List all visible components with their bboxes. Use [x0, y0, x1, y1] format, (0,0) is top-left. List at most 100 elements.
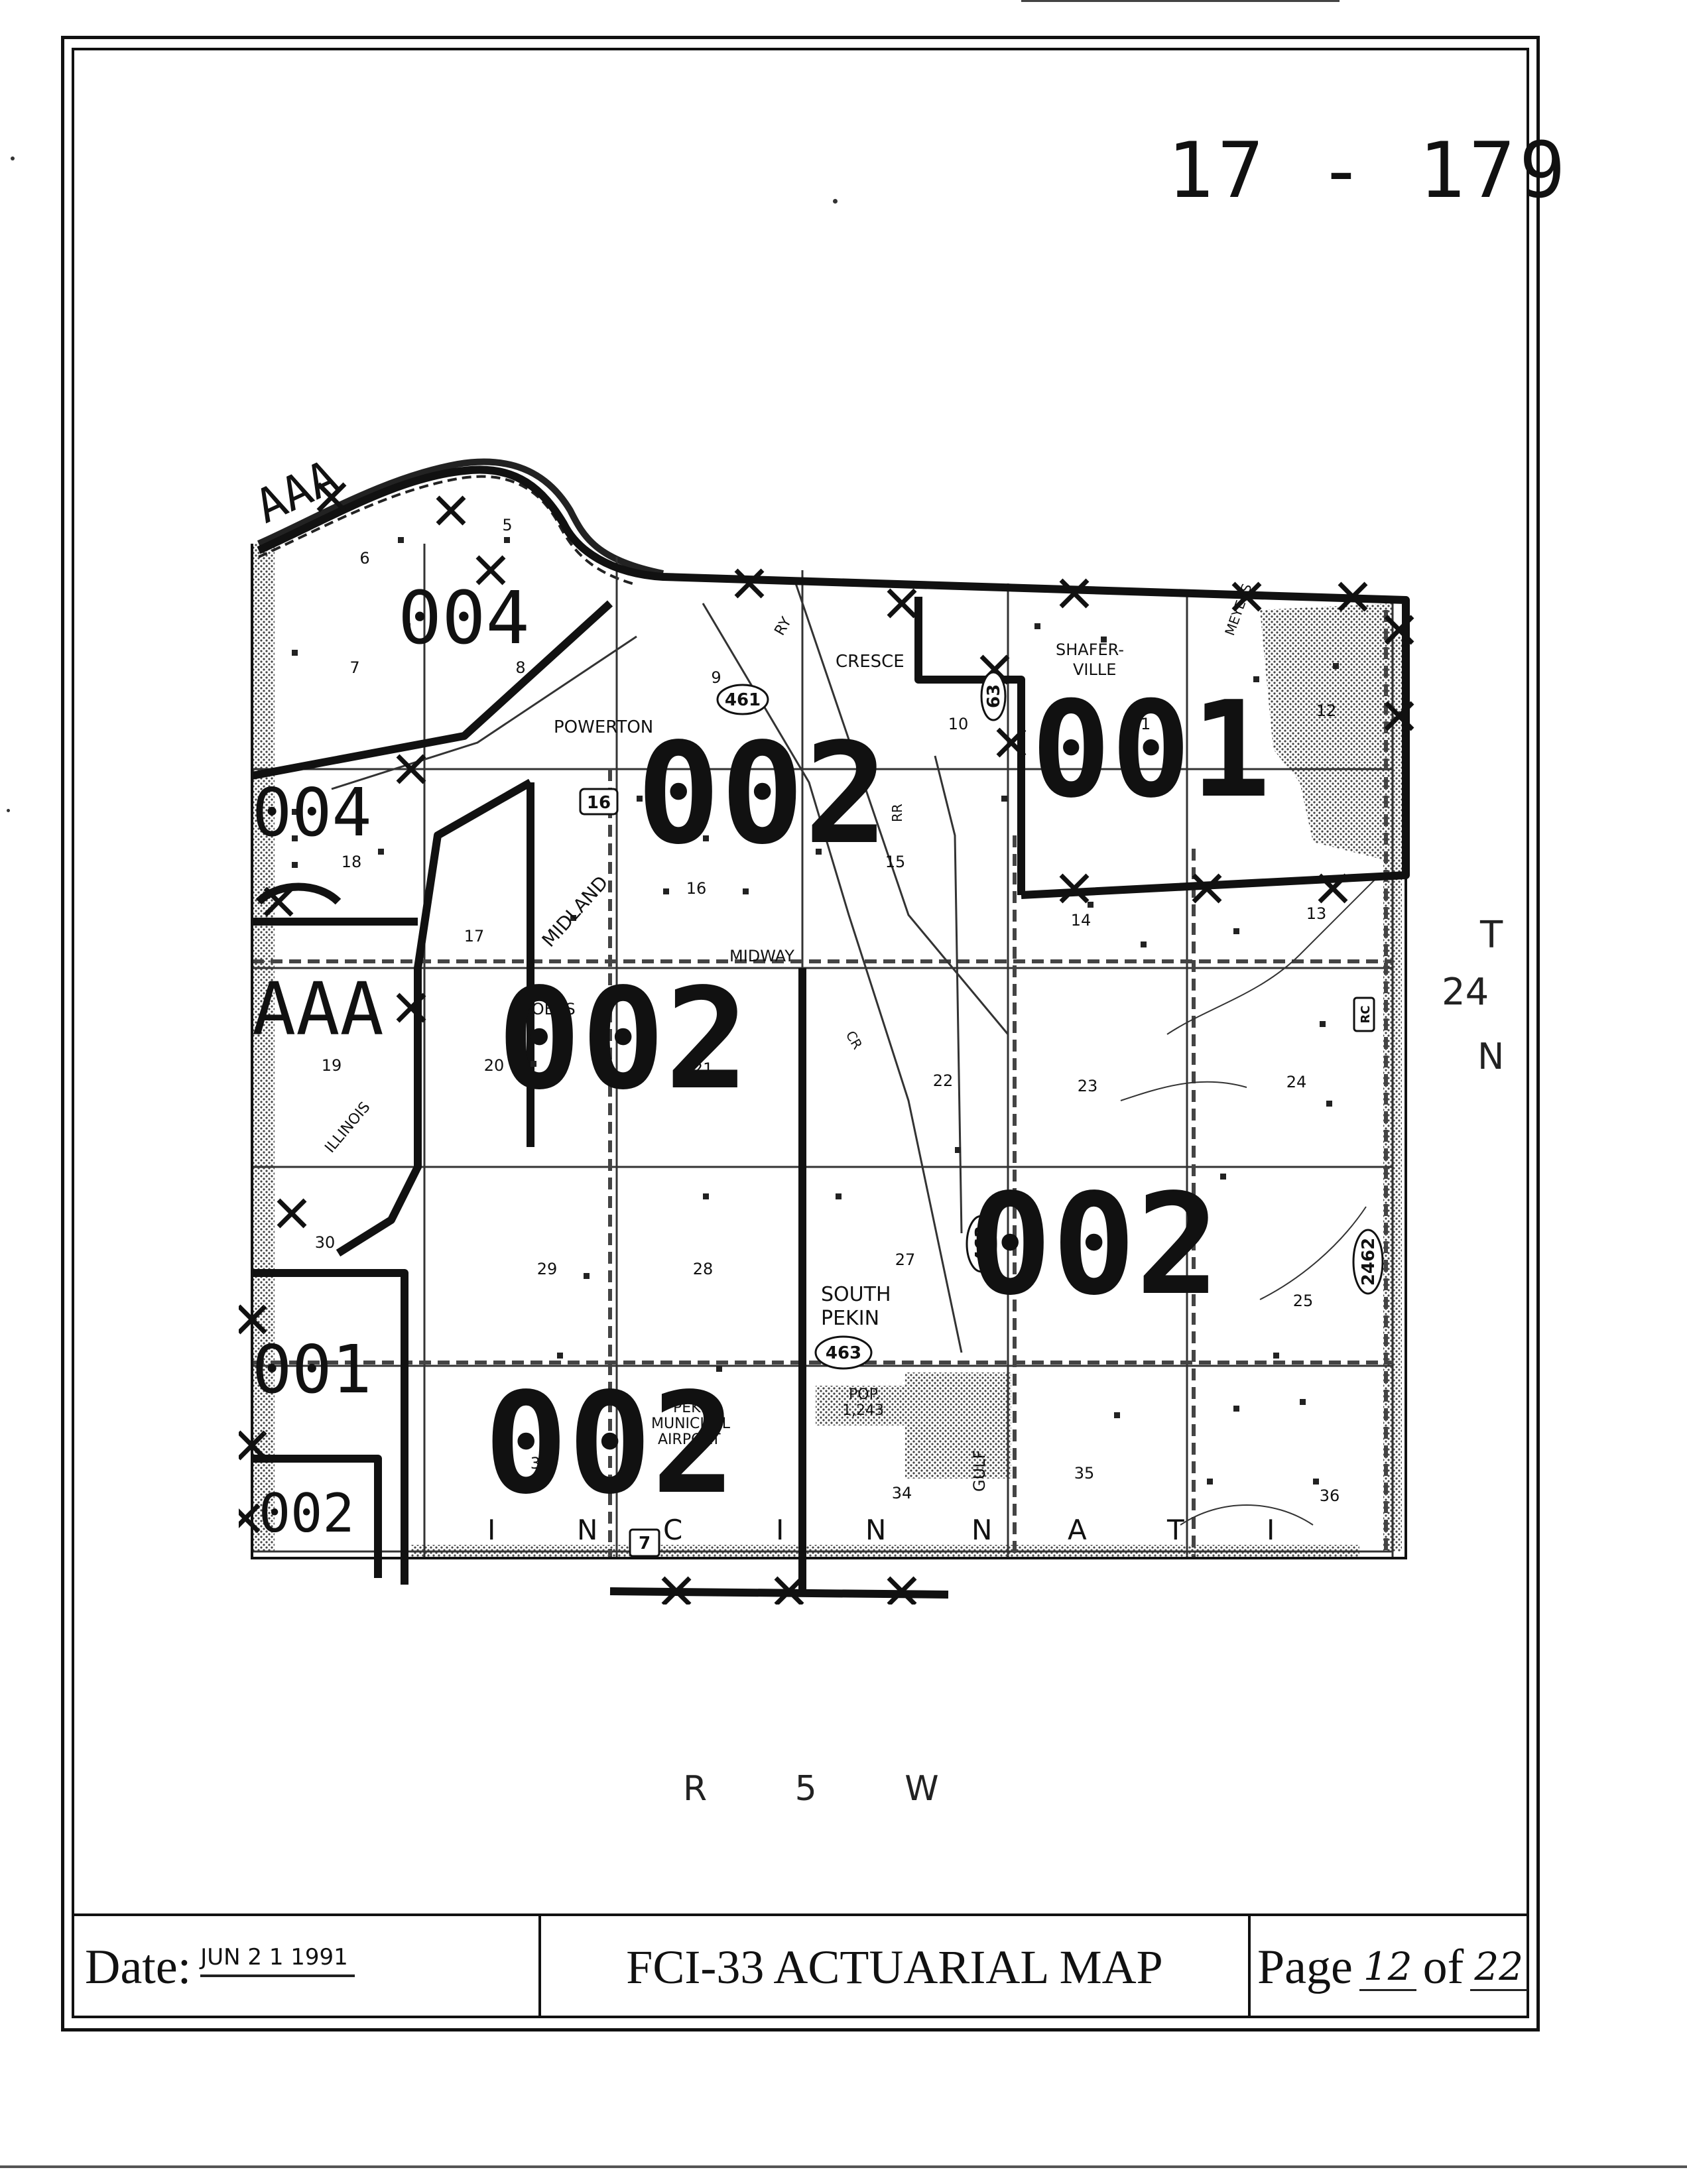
svg-text:POP.: POP.	[849, 1386, 880, 1403]
svg-text:RC: RC	[1359, 1005, 1373, 1023]
svg-text:23: 23	[1078, 1077, 1098, 1095]
svg-text:19: 19	[322, 1056, 342, 1075]
svg-text:PEKIN: PEKIN	[821, 1307, 879, 1330]
svg-text:16: 16	[587, 793, 611, 813]
svg-text:10: 10	[948, 715, 969, 733]
route-numbers: 461 16 463 463 2462 7 63 RC	[587, 684, 1379, 1553]
svg-text:MIDLAND: MIDLAND	[538, 872, 613, 951]
svg-text:004: 004	[398, 576, 530, 660]
svg-text:N: N	[971, 1514, 992, 1546]
svg-text:22: 22	[933, 1071, 954, 1090]
scan-speck	[11, 156, 15, 160]
svg-text:35: 35	[1074, 1464, 1095, 1483]
scan-speck	[7, 809, 10, 812]
inner-frame	[72, 48, 1529, 2018]
svg-text:RR: RR	[889, 804, 905, 822]
svg-text:MEYERS: MEYERS	[1221, 581, 1255, 638]
svg-text:CRESCE: CRESCE	[836, 652, 905, 672]
svg-text:T: T	[1166, 1514, 1184, 1546]
svg-text:20: 20	[484, 1056, 505, 1075]
date-stamp: JUN 2 1 1991	[200, 1944, 355, 1977]
svg-text:002: 002	[637, 713, 888, 875]
svg-text:VILLE: VILLE	[1073, 660, 1116, 679]
svg-text:CR: CR	[843, 1028, 866, 1052]
creeks	[1120, 875, 1380, 1526]
svg-text:29: 29	[537, 1260, 558, 1278]
svg-text:MUNICIPAL: MUNICIPAL	[651, 1416, 731, 1432]
svg-text:15: 15	[885, 853, 906, 871]
svg-text:21: 21	[693, 1060, 714, 1078]
svg-text:1,243: 1,243	[842, 1402, 884, 1419]
svg-text:002: 002	[484, 1363, 735, 1525]
stipple-west-edge	[252, 544, 275, 1551]
railroads	[331, 583, 1009, 1353]
svg-text:463: 463	[826, 1343, 861, 1363]
svg-text:A: A	[1068, 1514, 1087, 1546]
svg-text:2462: 2462	[1359, 1238, 1379, 1286]
svg-text:PEKIN: PEKIN	[673, 1400, 716, 1416]
river-bank	[258, 475, 637, 586]
svg-text:14: 14	[1071, 911, 1092, 930]
svg-text:27: 27	[895, 1250, 916, 1269]
stipple-pop	[816, 1386, 975, 1426]
svg-text:SPOERS: SPOERS	[512, 1000, 576, 1018]
page-of: of	[1422, 1939, 1464, 1994]
svg-text:18: 18	[342, 853, 362, 871]
svg-text:I: I	[487, 1514, 495, 1546]
scan-edge-bottom	[0, 2165, 1687, 2168]
township-n-label: N	[1477, 1036, 1505, 1077]
svg-text:36: 36	[1320, 1486, 1340, 1505]
sheet-id: 17 - 179	[1167, 126, 1570, 215]
svg-text:32: 32	[531, 1454, 551, 1473]
svg-text:12: 12	[1316, 701, 1337, 720]
route-shields	[579, 671, 1384, 1557]
svg-text:I: I	[1267, 1514, 1275, 1546]
svg-text:N: N	[577, 1514, 597, 1546]
svg-text:002: 002	[497, 958, 749, 1121]
svg-text:AAA: AAA	[252, 967, 384, 1052]
svg-text:POWERTON: POWERTON	[554, 717, 653, 737]
page-total: 22	[1470, 1944, 1528, 1991]
section-roads	[252, 610, 1393, 1558]
svg-text:AIRPORT: AIRPORT	[658, 1431, 721, 1448]
svg-text:7: 7	[639, 1534, 651, 1553]
svg-text:SHAFER-: SHAFER-	[1056, 640, 1124, 659]
svg-text:34: 34	[892, 1484, 912, 1502]
range-label: R 5 W	[683, 1769, 977, 1809]
svg-text:7: 7	[349, 658, 359, 677]
svg-text:28: 28	[693, 1260, 714, 1278]
stipple-shaferville	[1260, 603, 1393, 862]
page-cell: Page 12 of 22	[1248, 1916, 1528, 2018]
svg-text:C: C	[663, 1514, 682, 1546]
section-numbers: 5 6 7 8 9 10 11 12 13 14 15 16 17 18 19 …	[315, 516, 1340, 1505]
outer-frame	[61, 36, 1540, 2032]
svg-text:8: 8	[515, 658, 525, 677]
title-block: Date: JUN 2 1 1991 FCI-33 ACTUARIAL MAP …	[72, 1913, 1529, 2018]
zone-boundaries	[251, 465, 1410, 1599]
svg-text:11: 11	[1131, 715, 1151, 733]
township-t-label: T	[1480, 914, 1503, 957]
svg-text:001: 001	[1031, 673, 1271, 827]
svg-text:63: 63	[984, 684, 1004, 708]
svg-text:463: 463	[972, 1226, 992, 1262]
cincinnati-lettering: I N C I N N A T I	[487, 1514, 1275, 1546]
svg-text:002: 002	[259, 1483, 355, 1544]
page-number: 12	[1359, 1944, 1416, 1991]
svg-text:461: 461	[725, 690, 761, 710]
svg-text:SOUTH: SOUTH	[821, 1283, 891, 1306]
svg-text:N: N	[865, 1514, 886, 1546]
svg-text:30: 30	[315, 1233, 336, 1252]
building-markers	[292, 537, 1339, 1485]
scan-speck	[833, 199, 838, 204]
svg-text:002: 002	[968, 1164, 1219, 1326]
svg-text:MIDWAY: MIDWAY	[729, 947, 794, 965]
svg-text:9: 9	[711, 668, 721, 687]
actuarial-map: 461 16 463 463 2462 7 63 RC 5 6 7 8 9 10…	[239, 438, 1426, 1605]
page-label: Page	[1257, 1939, 1353, 1994]
svg-text:13: 13	[1306, 904, 1327, 923]
svg-text:RY: RY	[772, 614, 796, 638]
svg-text:25: 25	[1293, 1292, 1314, 1310]
map-title: FCI-33 ACTUARIAL MAP	[538, 1916, 1251, 2018]
svg-text:24: 24	[1286, 1073, 1307, 1091]
boundary-ticks	[239, 482, 1414, 1605]
